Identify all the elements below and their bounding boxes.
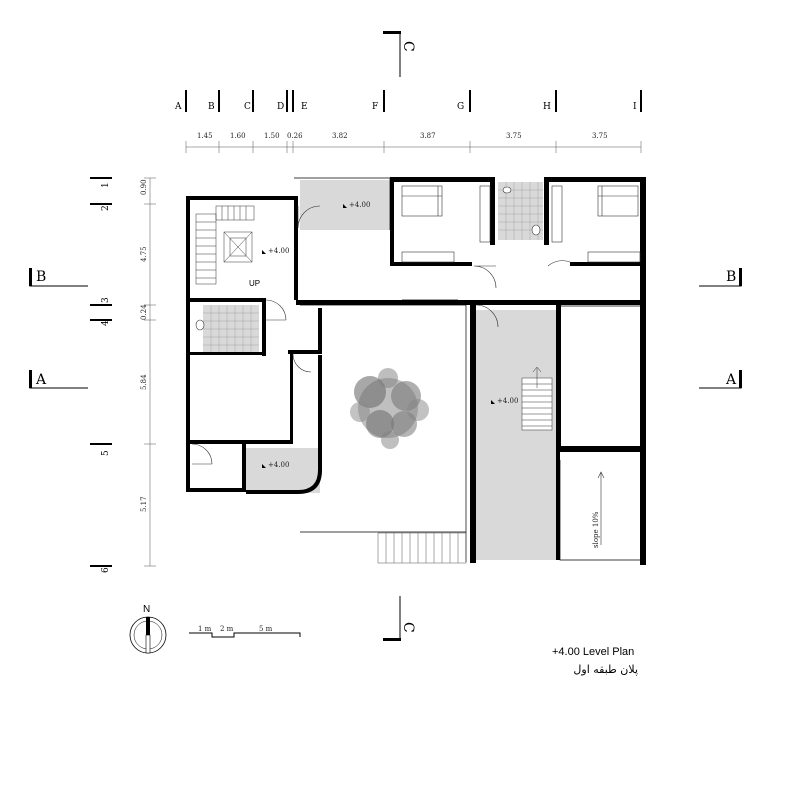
grid-row-5: 5 [101,450,111,456]
grid-row-3: 3 [101,297,111,303]
grid-row-2: 2 [101,205,111,211]
section-b-right: B [726,269,736,285]
top-dimension-line: 1.45 1.60 1.50 0.26 3.82 3.87 3.75 3.75 [185,132,642,153]
grid-column-labels: A B C D E F G H I [174,90,642,112]
grid-col-g: G [457,102,464,112]
scale-1m: 1 m [198,625,212,633]
dim-col-6: 3.87 [420,132,436,140]
level-tag-balcony: +4.00 [268,461,289,469]
ramp-note: slope 10% [592,511,600,548]
grid-row-6: 6 [101,567,111,573]
up-label: UP [249,279,260,288]
plan-subtitle-fa: پلان طبقه اول [573,663,638,676]
south-balcony [246,448,320,493]
outlines [294,177,642,562]
dim-row-3: 0.24 [140,304,148,320]
section-b-left: B [36,269,46,285]
gray-slabs [203,180,556,560]
dim-row-1: 0.90 [140,179,148,195]
scale-5m: 5 m [259,625,273,633]
grid-col-h: H [543,102,551,112]
left-dimension-line: 0.90 4.75 0.24 5.84 5.17 [140,177,156,567]
north-terrace [300,180,393,230]
section-markers: B B A A C C [29,31,742,641]
main-stair [195,205,255,285]
section-c-bottom: C [400,622,416,633]
scale-2m: 2 m [220,625,234,633]
level-tags: +4.00 +4.00 +4.00 +4.00 [262,201,518,469]
walls [186,177,646,565]
dim-row-4: 5.84 [140,374,148,390]
tile-pattern [203,182,543,353]
bedroom-2-furniture [551,185,641,263]
dim-col-5: 3.82 [332,132,348,140]
grid-col-b: B [208,102,215,112]
ramp-strip [476,310,556,560]
dim-col-8: 3.75 [592,132,608,140]
ramp-arrow: slope 10% [592,471,605,548]
section-c-top: C [400,41,416,52]
section-a-left: A [35,372,47,388]
scale-bar: 1 m 2 m 5 m [189,625,301,638]
section-a-right: A [725,372,737,388]
dim-row-5: 5.17 [140,496,148,512]
grid-row-labels: 1 2 3 4 5 6 [90,177,112,573]
grid-row-4: 4 [101,320,111,326]
grid-col-i: I [633,102,637,112]
bedroom-1-furniture [401,185,491,263]
grid-row-1: 1 [101,182,111,188]
dim-col-3: 1.50 [264,132,280,140]
north-label: N [143,604,150,615]
dim-col-7: 3.75 [506,132,522,140]
dim-col-1: 1.45 [197,132,213,140]
level-tag-ramp: +4.00 [497,397,518,405]
grid-col-c: C [244,102,251,112]
exterior-steps [377,532,467,564]
north-arrow: N [129,604,167,654]
dim-col-2: 1.60 [230,132,246,140]
plan-title: +4.00 Level Plan [552,646,635,658]
dim-col-4: 0.26 [287,132,303,140]
wc-fixtures [195,186,541,331]
curved-balcony-wall [246,355,322,494]
dim-row-2: 4.75 [140,246,148,262]
level-tag-core: +4.00 [268,247,289,255]
grid-col-a: A [174,102,182,112]
level-tag-terrace: +4.00 [349,201,370,209]
grid-col-f: F [372,102,378,112]
grid-col-e: E [301,102,308,112]
ramp-stair [521,366,553,431]
grid-col-d: D [277,102,284,112]
courtyard-tree [350,368,429,449]
